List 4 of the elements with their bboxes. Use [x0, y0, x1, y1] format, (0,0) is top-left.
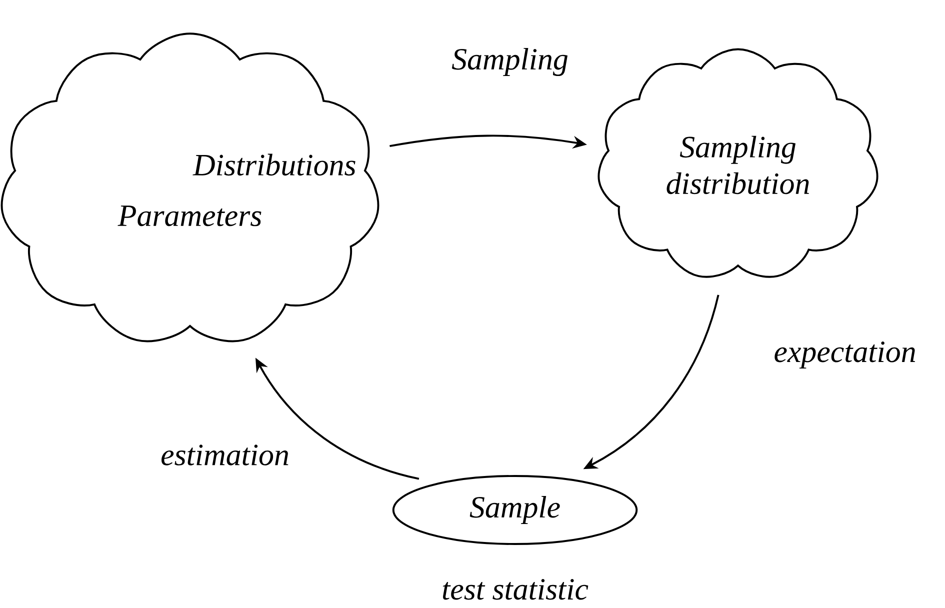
- node-caption: test statistic: [442, 578, 588, 600]
- edge-label: estimation: [158, 442, 292, 468]
- edge-label: Sampling: [448, 45, 572, 79]
- edge-label: expectation: [770, 338, 920, 372]
